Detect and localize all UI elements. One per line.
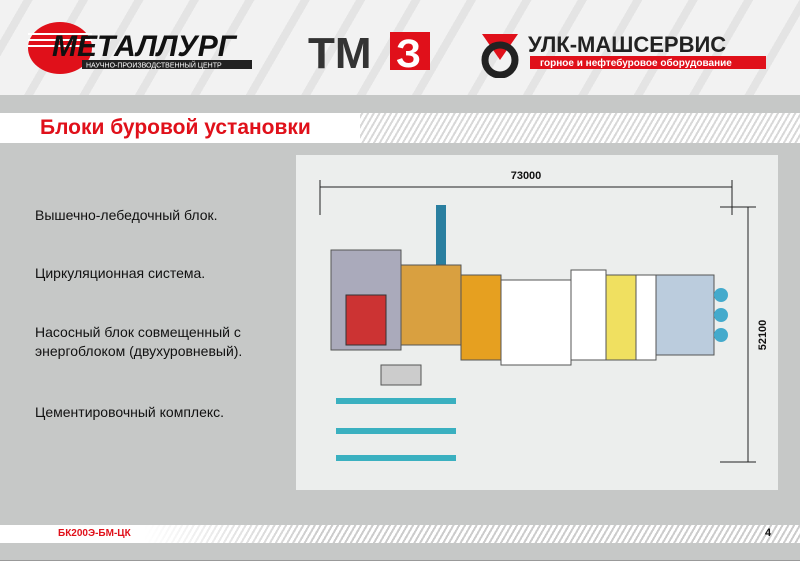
metallurg-text: МЕТАЛЛУРГ (52, 30, 238, 63)
item-circulation-system: Циркуляционная система. (35, 265, 206, 281)
item-cementing-complex: Цементировочный комплекс. (35, 404, 225, 420)
ulk-mashservis-logo: УЛК-МАШСЕРВИС горное и нефтебуровое обор… (481, 32, 766, 78)
item-pump-block: Насосный блок совмещенный с энергоблоком… (35, 324, 243, 359)
bottom-edge (0, 560, 800, 566)
item-derrick-block: Вышечно-лебедочный блок. (35, 207, 218, 223)
page-number: 4 (765, 527, 772, 539)
svg-text:НАУЧНО-ПРОИЗВОДСТВЕННЫЙ ЦЕНТР: НАУЧНО-ПРОИЗВОДСТВЕННЫЙ ЦЕНТР (86, 61, 222, 70)
svg-text:УЛК-МАШСЕРВИС: УЛК-МАШСЕРВИС (528, 32, 726, 57)
svg-text:ТМ: ТМ (308, 30, 372, 72)
metallurg-logo: МЕТАЛЛУРГ НАУЧНО-ПРОИЗВОДСТВЕННЫЙ ЦЕНТР (28, 22, 252, 74)
svg-text:З: З (396, 32, 421, 72)
page-title: Блоки буровой установки (40, 116, 311, 139)
footer-bar (0, 525, 800, 543)
rig-layout-diagram: 73000 52100 (296, 155, 778, 490)
svg-text:горное и нефтебуровое оборудов: горное и нефтебуровое оборудование (540, 57, 732, 69)
tmz-logo: ТМ З (308, 30, 430, 72)
title-bar (0, 113, 800, 143)
width-dimension: 73000 (511, 170, 542, 182)
height-dimension: 52100 (757, 320, 769, 351)
footer-model-code: БК200Э-БМ-ЦК (58, 528, 131, 539)
